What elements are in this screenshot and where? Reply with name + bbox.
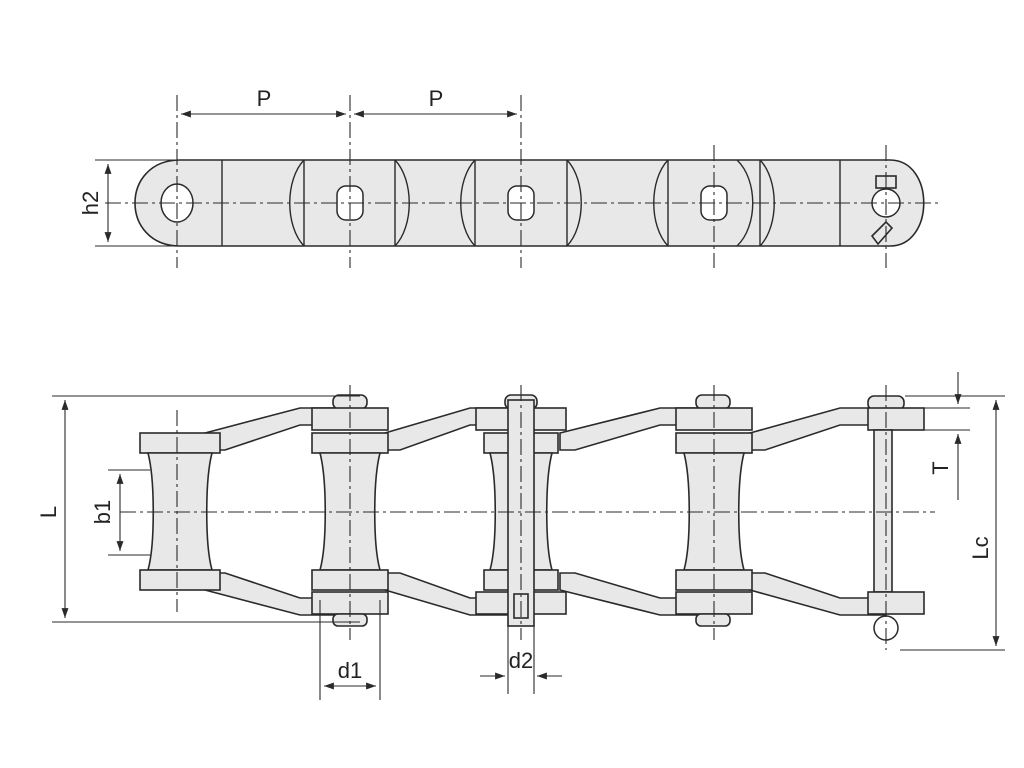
pin-diameter-dimension: d2 [480, 620, 562, 694]
overall-length-dimension: L [36, 395, 360, 623]
height-dimension: h2 [78, 159, 178, 247]
end-pin [867, 395, 925, 641]
inner-width-dimension: b1 [90, 469, 150, 556]
top-vertical-centerlines [176, 95, 887, 268]
pin-length-dimension: Lc [900, 395, 1005, 651]
side-view: L b1 d1 d2 T [36, 372, 1005, 700]
height-label: h2 [78, 191, 103, 215]
roller-diameter-dimension: d1 [319, 600, 381, 700]
plate-thickness-label: T [928, 461, 953, 474]
inner-width-label: b1 [90, 500, 115, 524]
roller-2 [311, 394, 389, 627]
roller-diameter-label: d1 [338, 658, 362, 683]
roller-4 [675, 394, 753, 627]
pitch-label: P [429, 86, 444, 111]
side-vertical-centerlines [176, 385, 887, 650]
pin-length-label: Lc [968, 536, 993, 559]
roller-3 [475, 394, 567, 627]
top-view: P P h2 [78, 86, 940, 268]
length-label: L [36, 506, 61, 518]
pitch-dimensions: P P [181, 86, 517, 118]
pin-diameter-label: d2 [509, 648, 533, 673]
plate-thickness-dimension: T [905, 372, 970, 500]
cotter-pin-tail [870, 220, 894, 246]
pitch-label: P [257, 86, 272, 111]
